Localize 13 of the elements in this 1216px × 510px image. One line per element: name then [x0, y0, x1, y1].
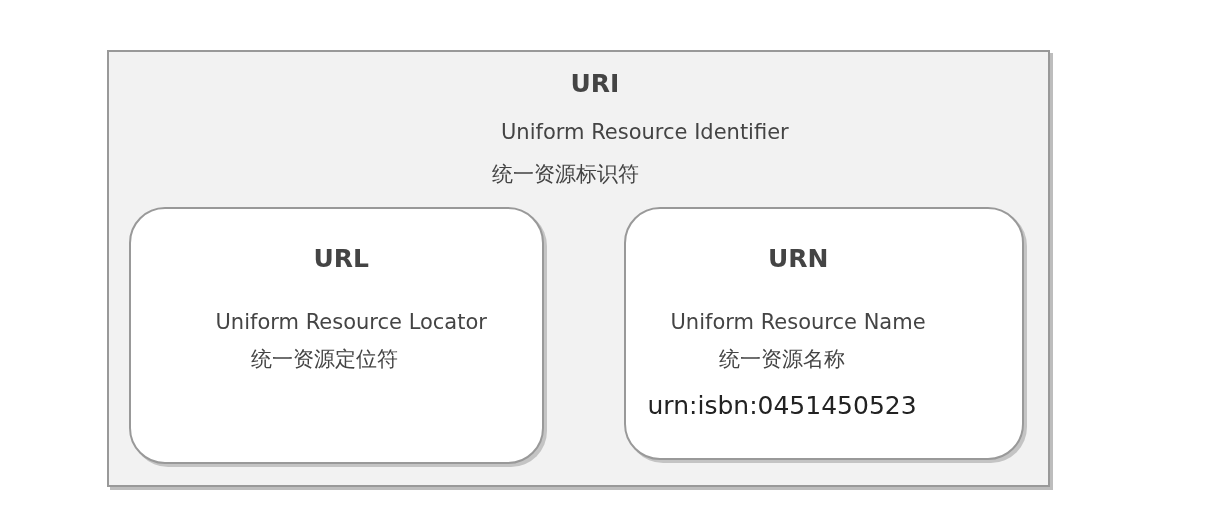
chinese-name: 统一资源定位符	[250, 347, 398, 371]
rounded-box	[129, 207, 544, 464]
heading: URI	[570, 70, 620, 98]
full-name: Uniform Resource Locator	[215, 310, 487, 334]
chinese-name: 统一资源标识符	[491, 162, 639, 186]
full-name: Uniform Resource Identifier	[501, 120, 789, 144]
outer-box	[107, 50, 1050, 487]
full-name: Uniform Resource Name	[670, 310, 926, 334]
example-identifier: urn:isbn:0451450523	[647, 392, 917, 420]
heading: URN	[768, 245, 829, 273]
heading: URL	[313, 245, 369, 273]
rounded-box	[624, 207, 1024, 460]
chinese-name: 统一资源名称	[719, 347, 845, 371]
